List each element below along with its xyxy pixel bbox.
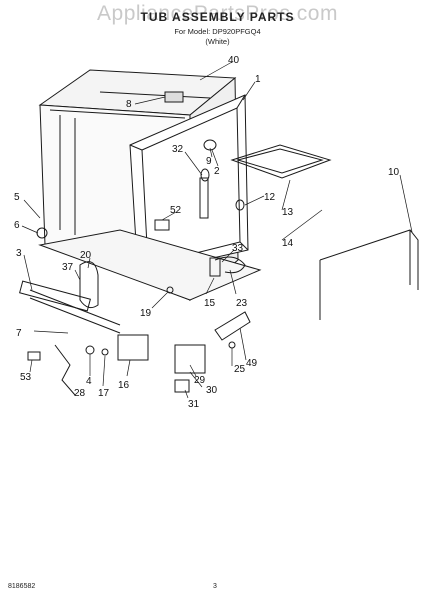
callout-33: 33	[232, 243, 244, 254]
rail-10	[319, 229, 419, 320]
callout-32: 32	[172, 144, 184, 155]
callout-6: 6	[14, 220, 20, 231]
callout-53: 53	[20, 372, 32, 383]
hinge-16	[117, 334, 149, 361]
bracket-3	[19, 280, 91, 312]
spring-28	[54, 344, 76, 396]
color-line: (White)	[205, 37, 230, 46]
callout-30: 30	[206, 385, 218, 396]
part-23	[214, 256, 246, 274]
screw-19	[166, 286, 174, 294]
spray-arm-hub	[200, 168, 210, 182]
part-6	[36, 227, 48, 239]
rack-13	[230, 144, 332, 179]
part-20	[79, 261, 99, 309]
callout-14: 14	[282, 238, 294, 249]
callout-4: 4	[86, 376, 92, 387]
callout-25: 25	[234, 364, 246, 375]
model-line: For Model: DP920PFGQ4	[174, 27, 261, 36]
clip-53	[27, 351, 41, 361]
callout-15: 15	[204, 298, 216, 309]
callout-40: 40	[228, 55, 240, 66]
arm-49	[214, 311, 251, 341]
callout-10: 10	[388, 167, 400, 178]
callout-31: 31	[188, 399, 200, 410]
callout-52: 52	[170, 205, 182, 216]
leader-lines	[21, 61, 413, 399]
gasket-part	[203, 139, 217, 151]
screw-17	[101, 348, 109, 356]
callout-37: 37	[62, 262, 74, 273]
callout-17: 17	[98, 388, 110, 399]
nut-12	[235, 199, 245, 211]
callout-1: 1	[255, 74, 261, 85]
hinge-29	[174, 344, 206, 374]
callout-49: 49	[246, 358, 258, 369]
site-watermark: AppliancePartsPros.com	[97, 2, 338, 25]
page-number: 3	[213, 583, 217, 590]
callout-20: 20	[80, 250, 92, 261]
spray-tube	[199, 177, 209, 219]
callout-8: 8	[126, 99, 132, 110]
plate-31	[174, 379, 190, 393]
callout-29: 29	[194, 375, 206, 386]
callout-3: 3	[16, 248, 22, 259]
callout-23: 23	[236, 298, 248, 309]
callout-19: 19	[140, 308, 152, 319]
document-number: 8186582	[8, 583, 36, 590]
part-15	[209, 257, 221, 277]
callout-9: 9	[206, 156, 212, 167]
callout-12: 12	[264, 192, 276, 203]
callout-28: 28	[74, 388, 86, 399]
callout-5: 5	[14, 192, 20, 203]
callout-13: 13	[282, 207, 294, 218]
callout-7: 7	[16, 328, 22, 339]
callout-2: 2	[214, 166, 220, 177]
callout-16: 16	[118, 380, 130, 391]
diagram-title: TUB ASSEMBLY PARTS	[140, 10, 295, 24]
